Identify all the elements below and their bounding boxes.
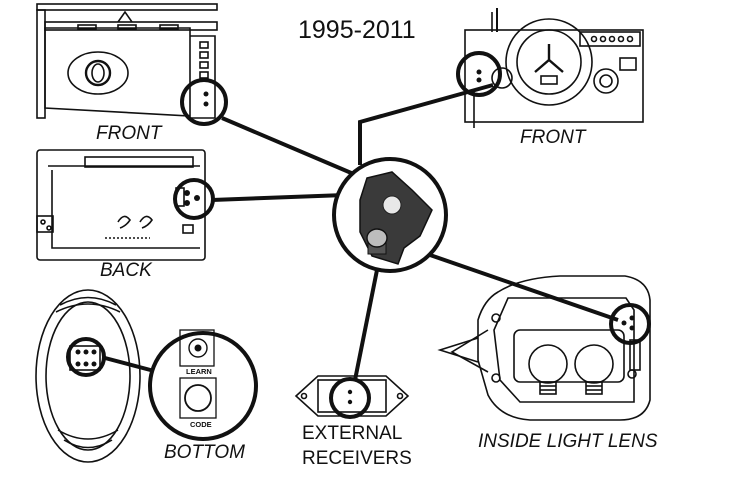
back-learn-dot-3 (184, 200, 190, 206)
line-to-front-left (221, 116, 357, 177)
label-front-left: FRONT (96, 123, 162, 144)
front-left-learn-dot-2 (203, 101, 209, 107)
remote-control (35, 289, 141, 463)
label-bottom: BOTTOM (164, 442, 245, 463)
lens-learn-dot-3 (621, 320, 627, 326)
front-left-learn-dot (203, 91, 209, 97)
front-left-highlight-ring (180, 78, 228, 126)
bottom-learn-button-center (194, 344, 202, 352)
remote-highlight-ring (66, 337, 106, 377)
external-receiver (294, 375, 410, 417)
external-learn-dot-2 (347, 399, 353, 405)
learn-button-cap (366, 228, 388, 248)
front-right-learn-dot (476, 69, 482, 75)
lens-learn-dot-2 (629, 325, 635, 331)
remote-dot-1 (75, 349, 81, 355)
remote-code-label: CODE (190, 420, 212, 429)
learn-button-led (382, 195, 402, 215)
remote-dot-4 (75, 361, 81, 367)
external-learn-dot (347, 389, 353, 395)
label-front-right: FRONT (520, 127, 586, 148)
line-to-front-right (358, 83, 494, 165)
label-inside-light-lens: INSIDE LIGHT LENS (478, 431, 658, 452)
line-to-bottom (104, 356, 159, 374)
terminal-strip-left (199, 41, 209, 79)
bottom-code-button (184, 384, 212, 412)
label-external-line1: EXTERNAL (302, 423, 403, 444)
remote-learn-label: LEARN (186, 367, 212, 376)
diagram-title: 1995-2011 (298, 16, 416, 44)
remote-dot-3 (91, 349, 97, 355)
line-to-inside-light-lens (429, 253, 619, 322)
lens-highlight-ring (609, 303, 651, 345)
external-highlight-ring (329, 377, 371, 419)
back-highlight-ring (173, 178, 215, 220)
line-to-back (211, 193, 346, 202)
front-opener-left (36, 3, 218, 119)
remote-dot-5 (83, 361, 89, 367)
label-back: BACK (100, 260, 152, 281)
line-to-external-receivers (353, 269, 379, 381)
bottom-code-panel (179, 377, 217, 419)
opener-light-lens-housing (437, 275, 651, 421)
front-right-learn-dot-2 (476, 77, 482, 83)
lens-learn-dot (629, 315, 635, 321)
remote-dot-6 (91, 361, 97, 367)
back-opener (36, 149, 206, 261)
back-learn-dot (184, 190, 190, 196)
connector-lines (104, 83, 619, 381)
bottom-learn-panel (179, 329, 215, 367)
bottom-learn-button (188, 338, 208, 358)
label-external-line2: RECEIVERS (302, 448, 412, 469)
remote-dot-2 (83, 349, 89, 355)
front-logic-board-right (464, 8, 644, 128)
back-learn-dot-2 (194, 195, 200, 201)
front-right-highlight-ring (456, 51, 502, 97)
